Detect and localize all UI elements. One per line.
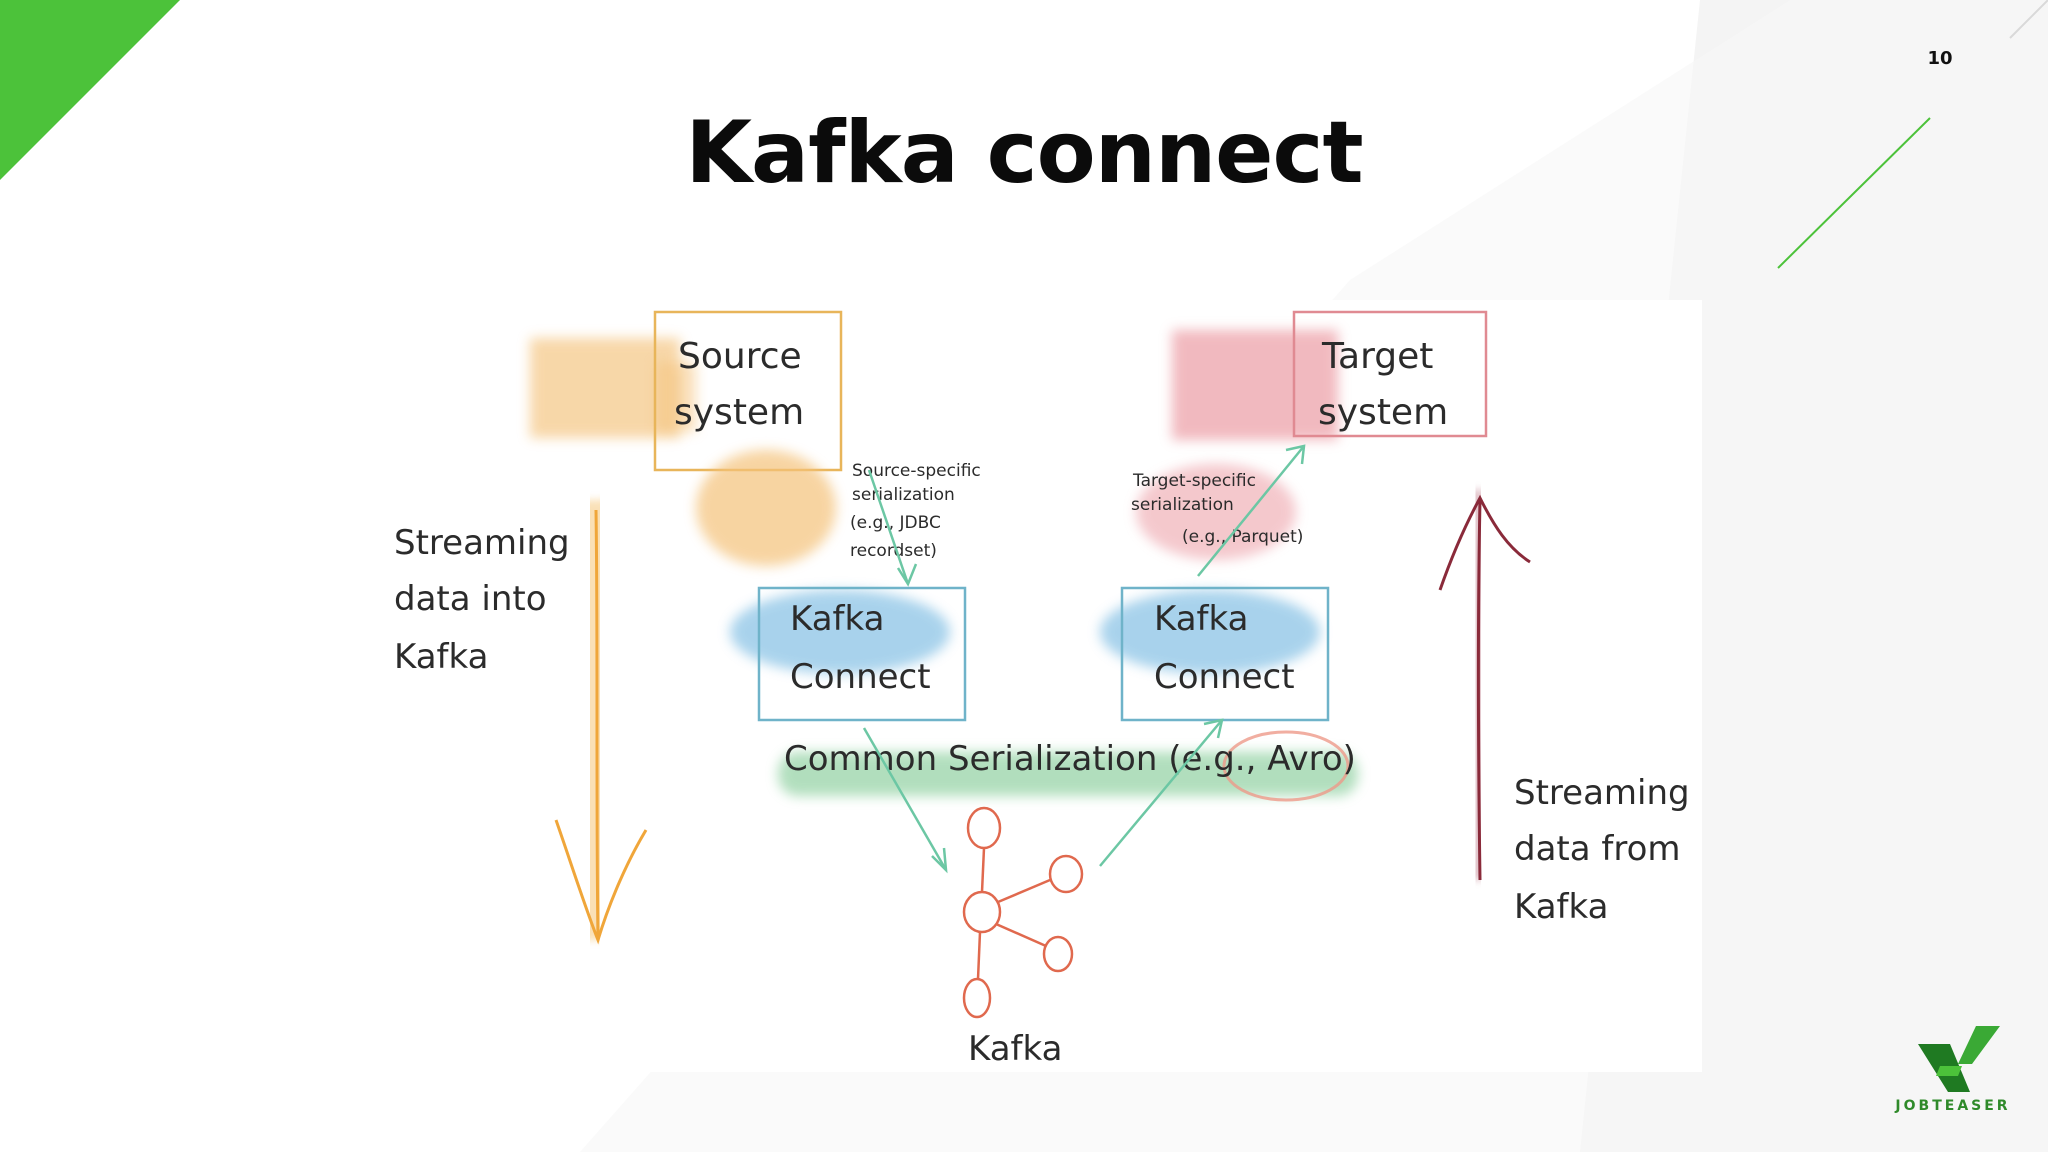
logo-middle-stroke (1936, 1066, 1962, 1076)
source-serialization-line3: (e.g., JDBC (850, 513, 941, 533)
source-system-wash-right (656, 362, 696, 432)
kafka-node-bottom (962, 977, 992, 1019)
streaming-into-head (554, 819, 648, 945)
arrow-kafka-to-connect (1099, 719, 1223, 867)
source-system-label-line2: system (674, 392, 804, 433)
source-serialization-wash (696, 450, 836, 566)
streaming-into-shaft (594, 509, 600, 941)
kafka-connect-right-line2: Connect (1154, 657, 1295, 697)
kafka-connect-left-border (757, 586, 967, 722)
streaming-into-line2: data into (394, 579, 547, 619)
data-flow-arrows (862, 444, 1306, 874)
avro-highlight-circle (1222, 730, 1350, 802)
slide-title: Kafka connect (685, 103, 1363, 203)
source-serialization-line4: recordset) (850, 541, 937, 561)
kafka-connect-diagram: Source system Target system Source-speci… (360, 300, 1702, 1072)
kafka-connect-left-wash (730, 590, 950, 674)
target-system-border (1292, 310, 1488, 438)
diagram-canvas: Source system Target system Source-speci… (394, 310, 1690, 1069)
source-serialization-line1: Source-specific (852, 461, 981, 481)
target-system-label-line2: system (1318, 392, 1448, 433)
streaming-from-shaft (1477, 499, 1482, 881)
streaming-from-line1: Streaming (1514, 773, 1690, 813)
common-serialization-label: Common Serialization (e.g., Avro) (784, 739, 1356, 779)
target-serialization-line3: (e.g., Parquet) (1182, 527, 1303, 547)
streaming-from-line2: data from (1514, 829, 1681, 869)
arrow-connect-to-kafka (862, 727, 948, 871)
arrow-connect-to-target (1197, 445, 1305, 577)
kafka-edge-right-upper (997, 878, 1051, 904)
kafka-edge-right-lower (995, 922, 1047, 948)
kafka-node-right-upper (1048, 854, 1084, 894)
target-serialization-line1: Target-specific (1132, 471, 1256, 491)
target-serialization-wash (1136, 464, 1296, 560)
target-system-label-line1: Target (1321, 336, 1433, 377)
kafka-node-top (966, 806, 1002, 850)
kafka-edge-top (980, 847, 986, 893)
jobteaser-wordmark: JOBTEASER (1895, 1098, 2011, 1114)
kafka-label: Kafka (968, 1029, 1062, 1069)
kafka-connect-left-line2: Connect (790, 657, 931, 697)
arrow-connect-to-kafka-head (931, 847, 948, 874)
slide-number: 10 (1927, 48, 1953, 69)
streaming-into-line1: Streaming (394, 523, 570, 563)
source-system-label-line1: Source (678, 336, 802, 377)
target-serialization-line2: serialization (1131, 495, 1234, 515)
kafka-connect-right-line1: Kafka (1154, 599, 1248, 639)
streaming-into-line3: Kafka (394, 637, 488, 677)
decorative-gray-line (2009, 0, 2048, 39)
arrow-kafka-to-connect-head (1203, 718, 1224, 739)
kafka-node-right-lower (1042, 935, 1074, 973)
kafka-connect-right-border (1120, 586, 1330, 722)
common-serialization-wash (778, 752, 1358, 796)
jobteaser-logo (1918, 1026, 2000, 1092)
source-system-box: Source system (530, 310, 843, 472)
target-system-wash (1172, 330, 1338, 440)
streaming-from-line3: Kafka (1514, 887, 1608, 927)
common-serialization-band: Common Serialization (e.g., Avro) (778, 730, 1358, 802)
source-serialization-line2: serialization (852, 485, 955, 505)
target-serialization-note: Target-specific serialization (e.g., Par… (1131, 464, 1303, 560)
arrow-connect-to-target-head (1285, 444, 1306, 465)
logo-top-stroke (1958, 1026, 2000, 1064)
decorative-green-line (1777, 117, 1931, 269)
arrow-source-to-connect (867, 469, 910, 585)
kafka-node-center (962, 890, 1002, 934)
streaming-from-arrow: Streaming data from Kafka (1438, 489, 1690, 927)
kafka-cluster-icon (962, 806, 1084, 1019)
streaming-from-head (1438, 494, 1531, 591)
arrow-source-to-connect-head (896, 563, 918, 587)
kafka-connect-left-box: Kafka Connect (730, 586, 967, 722)
source-serialization-note: Source-specific serialization (e.g., JDB… (696, 450, 981, 566)
target-system-box: Target system (1172, 310, 1488, 440)
corner-green-triangle (0, 0, 180, 180)
kafka-edge-bottom (976, 931, 982, 980)
kafka-connect-right-box: Kafka Connect (1100, 586, 1330, 722)
streaming-into-arrow: Streaming data into Kafka (394, 499, 648, 945)
kafka-connect-left-line1: Kafka (790, 599, 884, 639)
kafka-connect-right-wash (1100, 590, 1320, 674)
